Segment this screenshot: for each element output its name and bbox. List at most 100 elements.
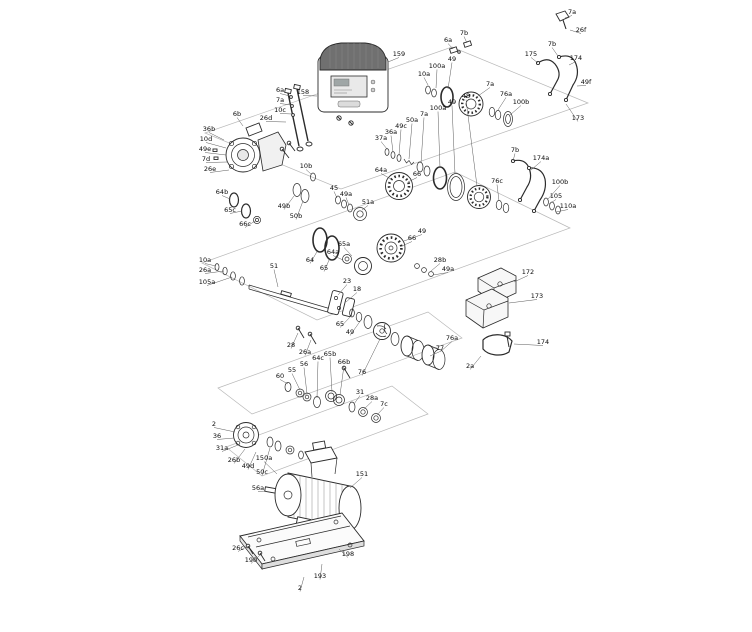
part-label: 76 (358, 368, 366, 376)
part-label: 6a (444, 36, 452, 44)
part-label: 31 (356, 388, 364, 396)
part-label: 49 (346, 328, 354, 336)
leader-line (380, 141, 388, 150)
leader-line (204, 263, 217, 267)
part-label: 198 (342, 550, 354, 558)
part-label: 10d (200, 135, 212, 143)
part-label: 64 (306, 256, 314, 264)
leader-line (265, 121, 287, 123)
part-label: 159 (393, 50, 405, 58)
part-label: 26a (299, 348, 311, 356)
part-label: 174 (570, 54, 582, 62)
leader-line (329, 357, 333, 393)
control-unit (317, 42, 389, 126)
part-label: 66c (239, 220, 251, 228)
leader-line (323, 257, 331, 272)
part-label: 66b (338, 358, 350, 366)
part-label: 174 (537, 338, 549, 346)
leader-line (279, 113, 293, 115)
part-label: 49c (395, 122, 407, 130)
leader-line (439, 341, 453, 353)
part-label: 51a (362, 198, 374, 206)
leader-line (316, 361, 319, 399)
leader-line (469, 355, 482, 370)
seal-chain-lower (284, 382, 381, 423)
part-label: 55 (288, 366, 296, 374)
leader-line (229, 210, 243, 214)
part-label: 56a (252, 484, 264, 492)
part-label: 37a (375, 134, 387, 142)
leader-line (423, 77, 429, 86)
leader-line (451, 105, 456, 175)
leader-line (420, 117, 425, 164)
leader-line (221, 444, 239, 452)
part-label: 26b (228, 456, 240, 464)
part-label: 105 (550, 192, 562, 200)
leader-line (345, 197, 350, 206)
leader-line (576, 85, 587, 87)
leader-line (204, 270, 225, 274)
part-label: 7b (548, 40, 556, 48)
leader-line (279, 93, 291, 97)
leader-line (261, 447, 271, 476)
part-label: 7d (202, 155, 210, 163)
part-label: 66 (408, 234, 416, 242)
leader-line (250, 554, 261, 564)
leader-line (435, 69, 438, 89)
part-label: 49 (418, 227, 426, 235)
leader-line (530, 57, 539, 64)
part-label: 7a (568, 8, 576, 16)
part-label: 7a (486, 80, 494, 88)
leader-line (291, 373, 301, 391)
pipe-fittings-mid-right (510, 158, 561, 215)
shaft-assembly (214, 263, 356, 345)
part-label: 100a (430, 104, 446, 112)
leader-line (290, 332, 299, 349)
part-label: 26a (199, 266, 211, 274)
leader-line (547, 185, 561, 200)
pipe-fittings-top-right (535, 10, 579, 103)
part-label: 60 (276, 372, 284, 380)
leader-line (403, 234, 423, 242)
leader-line (565, 103, 579, 122)
part-label: 172 (522, 268, 534, 276)
leader-line (363, 401, 373, 410)
leader-line (408, 123, 413, 160)
leader-line (463, 36, 468, 44)
leader-line (205, 161, 228, 163)
bracket-lower (465, 288, 509, 329)
leader-line (302, 95, 318, 97)
leader-line (353, 395, 361, 405)
leader-line (497, 97, 507, 111)
leader-line (349, 477, 363, 489)
part-label: 26f (576, 26, 587, 34)
bearing-wheel (342, 233, 434, 277)
part-label: 64a (375, 166, 387, 174)
part-label: 64c (312, 354, 324, 362)
leader-line (447, 62, 453, 90)
leader-line (333, 191, 338, 199)
leader-line (208, 132, 225, 141)
leader-line (221, 195, 231, 200)
part-label: 2 (298, 584, 302, 592)
part-label: 100b (513, 98, 530, 106)
flange-group (233, 422, 304, 460)
part-label: 105a (199, 278, 215, 286)
part-label: 100a (429, 62, 445, 70)
part-label: 175 (525, 50, 537, 58)
part-label: 65b (324, 350, 336, 358)
leader-line (295, 200, 304, 220)
part-label: 56 (300, 360, 308, 368)
part-label: 65a (338, 240, 350, 248)
leader-line (496, 184, 500, 202)
leader-line (513, 343, 544, 346)
part-label: 7a (276, 96, 284, 104)
part-label: 26d (260, 114, 272, 122)
leader-line (236, 117, 244, 127)
cooling-cap (319, 42, 387, 71)
part-label: 28 (287, 341, 295, 349)
part-label: 49 (448, 98, 456, 106)
part-label: 174a (533, 154, 549, 162)
part-label: 65c (224, 206, 236, 214)
part-label: 49e (199, 145, 211, 153)
